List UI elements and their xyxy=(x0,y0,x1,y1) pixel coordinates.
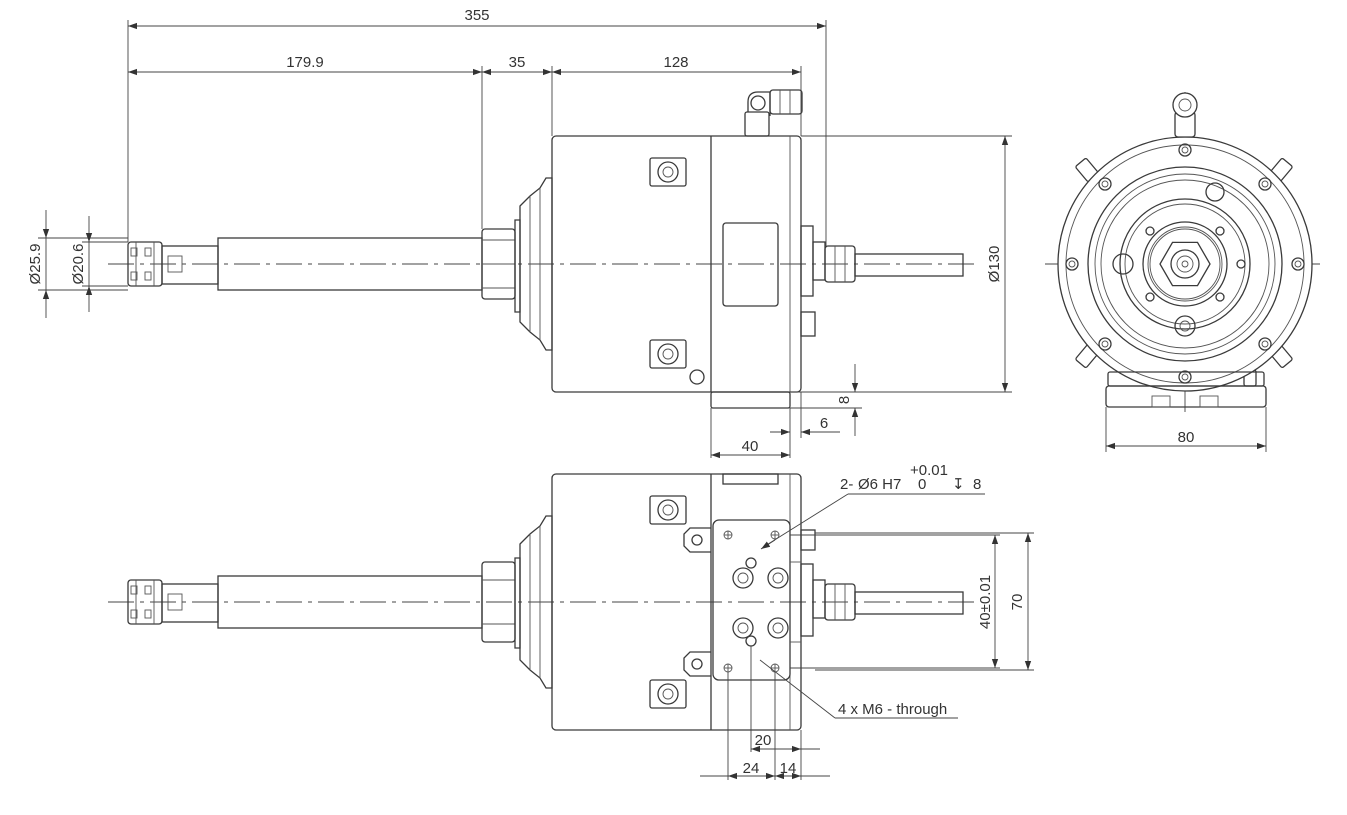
callout-tolerance-upper: +0.01 xyxy=(910,462,948,479)
dim-base-height: 8 xyxy=(836,396,853,404)
side-rear-plate xyxy=(800,225,814,297)
mounting-plate-holes xyxy=(723,530,789,673)
side-view-dimensions: 355 179.9 35 128 Ø25.9 Ø20.6 Ø130 8 xyxy=(27,7,1012,459)
callout-depth-symbol: ↧ xyxy=(952,476,965,493)
dim-diameter-body: Ø130 xyxy=(986,246,1003,283)
callout-pin-holes: Ø6 H7 xyxy=(858,476,901,493)
dim-diameter-collet: Ø25.9 xyxy=(27,244,44,285)
bottom-view xyxy=(108,473,975,731)
dim-plate-height: 70 xyxy=(1009,594,1026,611)
bottom-view-dimensions: 2- Ø6 H7 +0.01 0 ↧ 8 4 x M6 - through 40… xyxy=(700,462,1034,780)
dim-base-width-front: 80 xyxy=(1178,429,1195,446)
front-top-fitting xyxy=(1172,92,1198,138)
side-base xyxy=(710,391,791,409)
side-rear-hose xyxy=(854,253,964,277)
front-view xyxy=(1045,92,1320,418)
dim-base-offset: 6 xyxy=(820,415,828,432)
callout-depth-value: 8 xyxy=(973,476,981,493)
mounting-plate xyxy=(712,519,791,681)
dim-shank-length: 179.9 xyxy=(286,54,324,71)
side-elbow-fitting xyxy=(744,89,803,137)
side-screw-top xyxy=(649,157,687,187)
front-bolt-holes xyxy=(1065,143,1305,384)
callout-tolerance-lower: 0 xyxy=(918,476,926,493)
callout-pin-prefix: 2- xyxy=(840,476,853,493)
front-view-dimensions: 80 xyxy=(1105,407,1267,452)
dim-bottom-20: 20 xyxy=(755,732,772,749)
dim-bottom-24: 24 xyxy=(743,760,760,777)
front-outer-ring xyxy=(1057,136,1313,392)
dim-diameter-shank: Ø20.6 xyxy=(70,244,87,285)
dim-bottom-14: 14 xyxy=(780,760,797,777)
dim-nut-length: 35 xyxy=(509,54,526,71)
side-window xyxy=(722,222,779,307)
dim-body-length: 128 xyxy=(663,54,688,71)
dim-hole-spacing: 40±0.01 xyxy=(977,575,994,629)
side-view xyxy=(108,89,975,409)
side-screw-bottom xyxy=(649,339,687,369)
front-base xyxy=(1105,385,1267,408)
dim-base-width-side: 40 xyxy=(742,438,759,455)
dim-overall-length: 355 xyxy=(464,7,489,24)
callout-thread-holes: 4 x M6 - through xyxy=(838,701,947,718)
side-collet-shank xyxy=(161,245,219,285)
